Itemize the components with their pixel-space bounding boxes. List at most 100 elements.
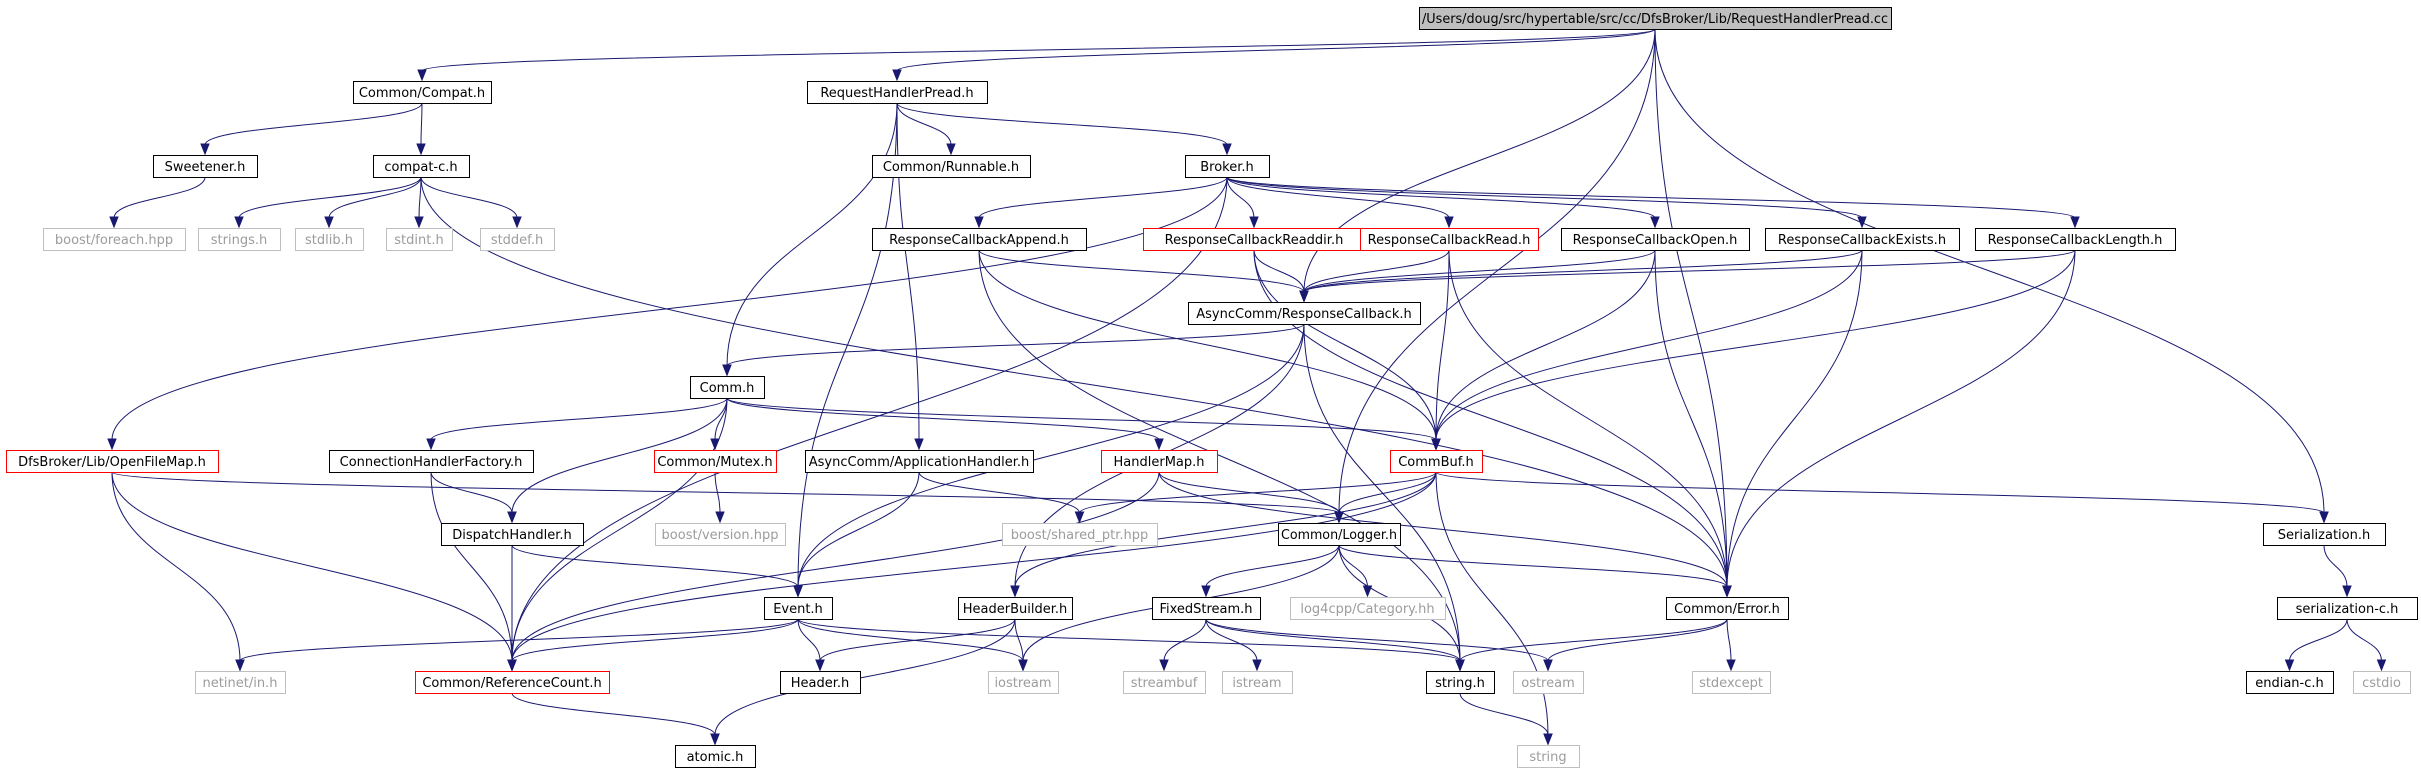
node-iostream[interactable]: iostream: [988, 671, 1059, 694]
edge-root-to-compat: [417, 28, 1656, 82]
node-stddef[interactable]: stddef.h: [480, 228, 555, 251]
node-comm[interactable]: Comm.h: [690, 376, 765, 399]
edge-arrowhead: [1543, 659, 1553, 672]
node-rclength[interactable]: ResponseCallbackLength.h: [1975, 228, 2176, 251]
node-endianc[interactable]: endian-c.h: [2246, 671, 2334, 694]
edge-arrowhead: [815, 659, 825, 672]
edge-line: [511, 471, 1160, 662]
node-openfilemap[interactable]: DfsBroker/Lib/OpenFileMap.h: [6, 450, 219, 473]
edge-line: [797, 618, 1024, 662]
edge-rcread-to-asyncrc: [1299, 249, 1450, 303]
node-atomic[interactable]: atomic.h: [675, 745, 756, 768]
edge-line: [896, 102, 952, 146]
node-rcopen[interactable]: ResponseCallbackOpen.h: [1561, 228, 1750, 251]
node-chfactory[interactable]: ConnectionHandlerFactory.h: [329, 450, 534, 473]
edge-line: [1079, 471, 1437, 514]
node-handlermap[interactable]: HandlerMap.h: [1101, 450, 1218, 473]
edge-line: [726, 397, 1160, 441]
edge-arrowhead: [107, 438, 117, 451]
edge-root-to-rhp: [892, 28, 1656, 82]
node-asyncrc[interactable]: AsyncComm/ResponseCallback.h: [1188, 302, 1421, 325]
edge-headerbuilder-to-atomic: [710, 618, 1016, 746]
node-ostream[interactable]: ostream: [1513, 671, 1584, 694]
edge-arrowhead: [1444, 216, 1454, 229]
edge-compatc-to-stddef: [420, 176, 522, 229]
edge-arrowhead: [416, 143, 426, 156]
node-string[interactable]: string: [1517, 745, 1580, 768]
node-rcreaddir[interactable]: ResponseCallbackReaddir.h: [1143, 228, 1366, 251]
node-fixedstream[interactable]: FixedStream.h: [1152, 597, 1261, 620]
node-rcread[interactable]: ResponseCallbackRead.h: [1360, 228, 1539, 251]
node-event[interactable]: Event.h: [764, 597, 833, 620]
edge-line: [1014, 471, 1437, 588]
node-box: [153, 155, 258, 178]
node-rcexists[interactable]: ResponseCallbackExists.h: [1765, 228, 1960, 251]
node-apphandler[interactable]: AsyncComm/ApplicationHandler.h: [805, 450, 1034, 473]
node-sweetener[interactable]: Sweetener.h: [153, 155, 258, 178]
edge-arrowhead: [324, 216, 334, 229]
node-dispatch[interactable]: DispatchHandler.h: [441, 523, 584, 546]
node-boostver[interactable]: boost/version.hpp: [655, 523, 786, 546]
edge-line: [1654, 28, 1728, 588]
node-mutex[interactable]: Common/Mutex.h: [654, 450, 777, 473]
edges-layer: [107, 28, 2387, 746]
node-box: [1390, 450, 1483, 473]
node-label: Common/Logger.h: [1281, 528, 1397, 543]
node-compat[interactable]: Common/Compat.h: [353, 81, 492, 104]
edge-rhp-to-apphandler: [896, 102, 924, 451]
node-serialization[interactable]: Serialization.h: [2263, 523, 2386, 546]
node-error[interactable]: Common/Error.h: [1666, 597, 1789, 620]
edge-line: [421, 28, 1656, 72]
edge-line: [1205, 618, 1549, 662]
node-logger[interactable]: Common/Logger.h: [1278, 523, 1401, 546]
node-istream[interactable]: istream: [1222, 671, 1293, 694]
edge-rcread-to-error: [1448, 249, 1732, 598]
node-box: [2353, 671, 2411, 694]
node-refcount[interactable]: Common/ReferenceCount.h: [415, 671, 610, 694]
node-stdexcept[interactable]: stdexcept: [1692, 671, 1771, 694]
edge-line: [1547, 618, 1728, 662]
node-rcappend[interactable]: ResponseCallbackAppend.h: [872, 228, 1087, 251]
node-box: [295, 228, 364, 251]
edge-line: [797, 618, 1461, 662]
node-foreach[interactable]: boost/foreach.hpp: [43, 228, 186, 251]
node-serializationc[interactable]: serialization-c.h: [2277, 597, 2418, 620]
edge-line: [726, 323, 1305, 367]
edge-arrowhead: [235, 659, 245, 672]
edge-rcappend-to-commbuf: [978, 249, 1441, 451]
node-strings[interactable]: strings.h: [198, 228, 281, 251]
node-box: [654, 450, 777, 473]
node-sharedptr[interactable]: boost/shared_ptr.hpp: [1002, 523, 1158, 546]
node-stdint[interactable]: stdint.h: [386, 228, 453, 251]
node-compatc[interactable]: compat-c.h: [373, 155, 470, 178]
node-rhp[interactable]: RequestHandlerPread.h: [807, 81, 988, 104]
node-streambuf[interactable]: streambuf: [1123, 671, 1206, 694]
node-header[interactable]: Header.h: [780, 671, 861, 694]
node-label: RequestHandlerPread.h: [820, 86, 973, 101]
node-label: stdexcept: [1699, 676, 1763, 691]
edge-line: [819, 618, 1016, 662]
node-runnable[interactable]: Common/Runnable.h: [872, 155, 1031, 178]
node-box: [655, 523, 786, 546]
node-box: [6, 450, 219, 473]
node-headerbuilder[interactable]: HeaderBuilder.h: [958, 597, 1073, 620]
edge-handlermap-to-refcount: [507, 471, 1160, 672]
node-netinet[interactable]: netinet/in.h: [195, 671, 286, 694]
node-root[interactable]: /Users/doug/src/hypertable/src/cc/DfsBro…: [1419, 7, 1892, 30]
node-cstdio[interactable]: cstdio: [2353, 671, 2411, 694]
node-label: strings.h: [211, 233, 267, 248]
node-label: Common/Mutex.h: [657, 455, 772, 470]
node-stringh[interactable]: string.h: [1426, 671, 1495, 694]
edge-arrowhead: [974, 216, 984, 229]
node-box: [1002, 523, 1158, 546]
edge-broker-to-rclength: [1226, 176, 2080, 229]
node-label: Common/Compat.h: [359, 86, 485, 101]
node-stdlib[interactable]: stdlib.h: [295, 228, 364, 251]
node-log4cpp[interactable]: log4cpp/Category.hh: [1290, 597, 1446, 620]
node-commbuf[interactable]: CommBuf.h: [1390, 450, 1483, 473]
edge-line: [1205, 544, 1340, 588]
node-box: [690, 376, 765, 399]
node-label: Common/ReferenceCount.h: [422, 676, 601, 691]
edge-headerbuilder-to-header: [815, 618, 1016, 672]
node-broker[interactable]: Broker.h: [1185, 155, 1270, 178]
